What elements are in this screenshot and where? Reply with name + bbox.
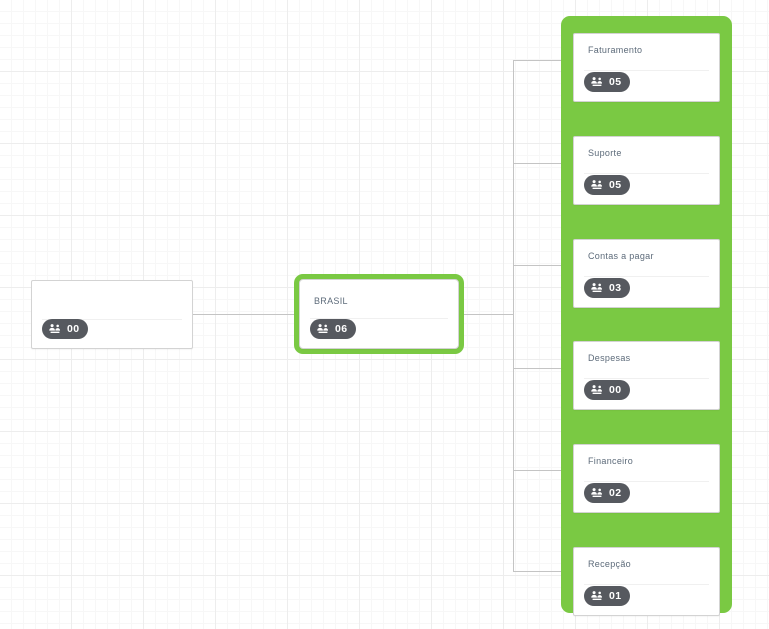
org-node-department-title: Financeiro — [588, 456, 634, 466]
users-group-icon — [317, 324, 329, 333]
connector-brasil-stub — [464, 314, 514, 315]
org-node-department[interactable]: Despesas 00 — [573, 341, 720, 410]
connector-department-1 — [513, 163, 561, 164]
org-node-department-member-count: 03 — [609, 281, 622, 294]
org-node-department-member-badge[interactable]: 03 — [584, 278, 631, 298]
org-node-department-title: Despesas — [588, 353, 631, 363]
org-node-department[interactable]: Contas a pagar 03 — [573, 239, 720, 308]
connector-root-to-brasil — [193, 314, 294, 315]
users-group-icon — [591, 283, 603, 292]
users-group-icon — [49, 324, 61, 333]
divider — [584, 378, 709, 379]
org-node-department-member-count: 01 — [609, 589, 622, 602]
org-node-brasil-member-badge[interactable]: 06 — [310, 319, 357, 339]
org-node-department[interactable]: Faturamento 05 — [573, 33, 720, 102]
divider — [42, 319, 182, 320]
org-node-department-title: Suporte — [588, 148, 622, 158]
divider — [584, 481, 709, 482]
connector-department-5 — [513, 571, 561, 572]
divider — [584, 276, 709, 277]
org-node-brasil[interactable]: BRASIL 06 — [299, 279, 459, 349]
org-node-brasil-selection-ring[interactable]: BRASIL 06 — [294, 274, 464, 354]
connector-department-4 — [513, 470, 561, 471]
divider — [584, 584, 709, 585]
connector-department-spine — [513, 60, 514, 571]
org-node-department-member-count: 00 — [609, 383, 622, 396]
org-node-root[interactable]: 00 — [31, 280, 193, 349]
org-node-root-member-badge[interactable]: 00 — [42, 319, 89, 339]
org-node-department-title: Recepção — [588, 559, 631, 569]
org-node-department-member-badge[interactable]: 05 — [584, 72, 631, 92]
users-group-icon — [591, 77, 603, 86]
divider — [310, 318, 448, 319]
org-node-department[interactable]: Financeiro 02 — [573, 444, 720, 513]
connector-department-3 — [513, 368, 561, 369]
org-node-department-member-count: 05 — [609, 178, 622, 191]
org-node-department-member-count: 02 — [609, 486, 622, 499]
org-node-brasil-member-count: 06 — [335, 322, 348, 335]
department-group-selection-ring[interactable]: Faturamento 05 Suporte — [561, 16, 732, 616]
org-node-department[interactable]: Recepção 01 — [573, 547, 720, 616]
connector-department-0 — [513, 60, 561, 61]
divider — [584, 70, 709, 71]
org-node-department-member-badge[interactable]: 02 — [584, 483, 631, 503]
department-group: Faturamento 05 Suporte — [566, 21, 727, 616]
org-node-brasil-title: BRASIL — [314, 296, 348, 306]
divider — [584, 173, 709, 174]
org-node-department-member-count: 05 — [609, 75, 622, 88]
org-node-department-member-badge[interactable]: 00 — [584, 380, 631, 400]
org-node-department-title: Contas a pagar — [588, 251, 654, 261]
org-node-root-member-count: 00 — [67, 322, 80, 335]
users-group-icon — [591, 385, 603, 394]
org-node-department-member-badge[interactable]: 01 — [584, 586, 631, 606]
users-group-icon — [591, 488, 603, 497]
org-node-department[interactable]: Suporte 05 — [573, 136, 720, 205]
org-node-department-member-badge[interactable]: 05 — [584, 175, 631, 195]
users-group-icon — [591, 180, 603, 189]
users-group-icon — [591, 591, 603, 600]
org-node-department-title: Faturamento — [588, 45, 643, 55]
connector-department-2 — [513, 265, 561, 266]
